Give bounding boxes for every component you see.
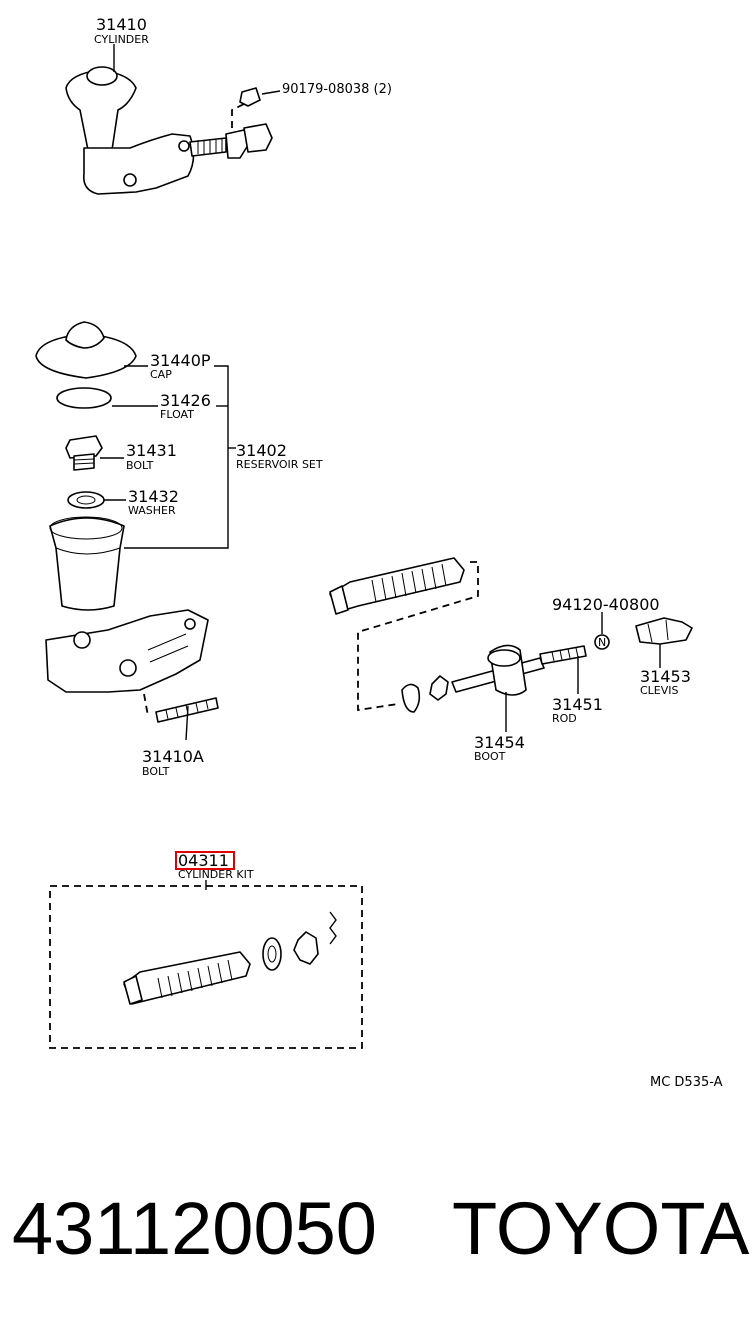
bolt-part-name: BOLT: [126, 459, 154, 472]
rod-part-name: ROD: [552, 712, 577, 725]
clevis-part-number: 31453: [640, 667, 691, 686]
boot-part-name: BOOT: [474, 750, 506, 763]
cylinder-part-number: 31410: [96, 15, 147, 34]
cylinder-assembly-drawing: [65, 66, 273, 195]
piston-rod-parts-drawing: [329, 557, 693, 713]
float-part-name: FLOAT: [160, 408, 194, 421]
cylinder-kit-highlight: [175, 851, 235, 870]
boot-part-number: 31454: [474, 733, 525, 752]
bolt-part-number: 31431: [126, 441, 177, 460]
washer-part-number: 31432: [128, 487, 179, 506]
cap-part-number: 31440P: [150, 351, 211, 370]
part-number-caption: 431120050: [12, 1187, 377, 1270]
cap-part-name: CAP: [150, 368, 172, 381]
diagram-reference: MC D535-A: [650, 1075, 723, 1090]
nut-n-symbol: N: [598, 636, 606, 649]
washer-part-name: WASHER: [128, 504, 176, 517]
reservoir-parts-drawing: [35, 321, 219, 723]
cylinder-kit-part-number: 04311: [178, 851, 229, 870]
stud-bolt-part-name: BOLT: [142, 765, 170, 778]
clevis-part-name: CLEVIS: [640, 684, 679, 697]
reservoir-set-part-name: RESERVOIR SET: [236, 458, 323, 471]
float-part-number: 31426: [160, 391, 211, 410]
rod-part-number: 31451: [552, 695, 603, 714]
cylinder-part-name: CYLINDER: [94, 33, 149, 46]
nut-n-part-number: 94120-40800: [552, 595, 660, 614]
cylinder-kit-box: [49, 885, 363, 1049]
reservoir-set-part-number: 31402: [236, 441, 287, 460]
cylinder-kit-part-name: CYLINDER KIT: [178, 868, 254, 881]
nut-part-number: 90179-08038 (2): [282, 82, 392, 97]
cylinder-kit-parts-drawing: [123, 911, 337, 1005]
brand-caption: TOYOTA: [452, 1187, 750, 1270]
stud-bolt-part-number: 31410A: [142, 747, 204, 766]
